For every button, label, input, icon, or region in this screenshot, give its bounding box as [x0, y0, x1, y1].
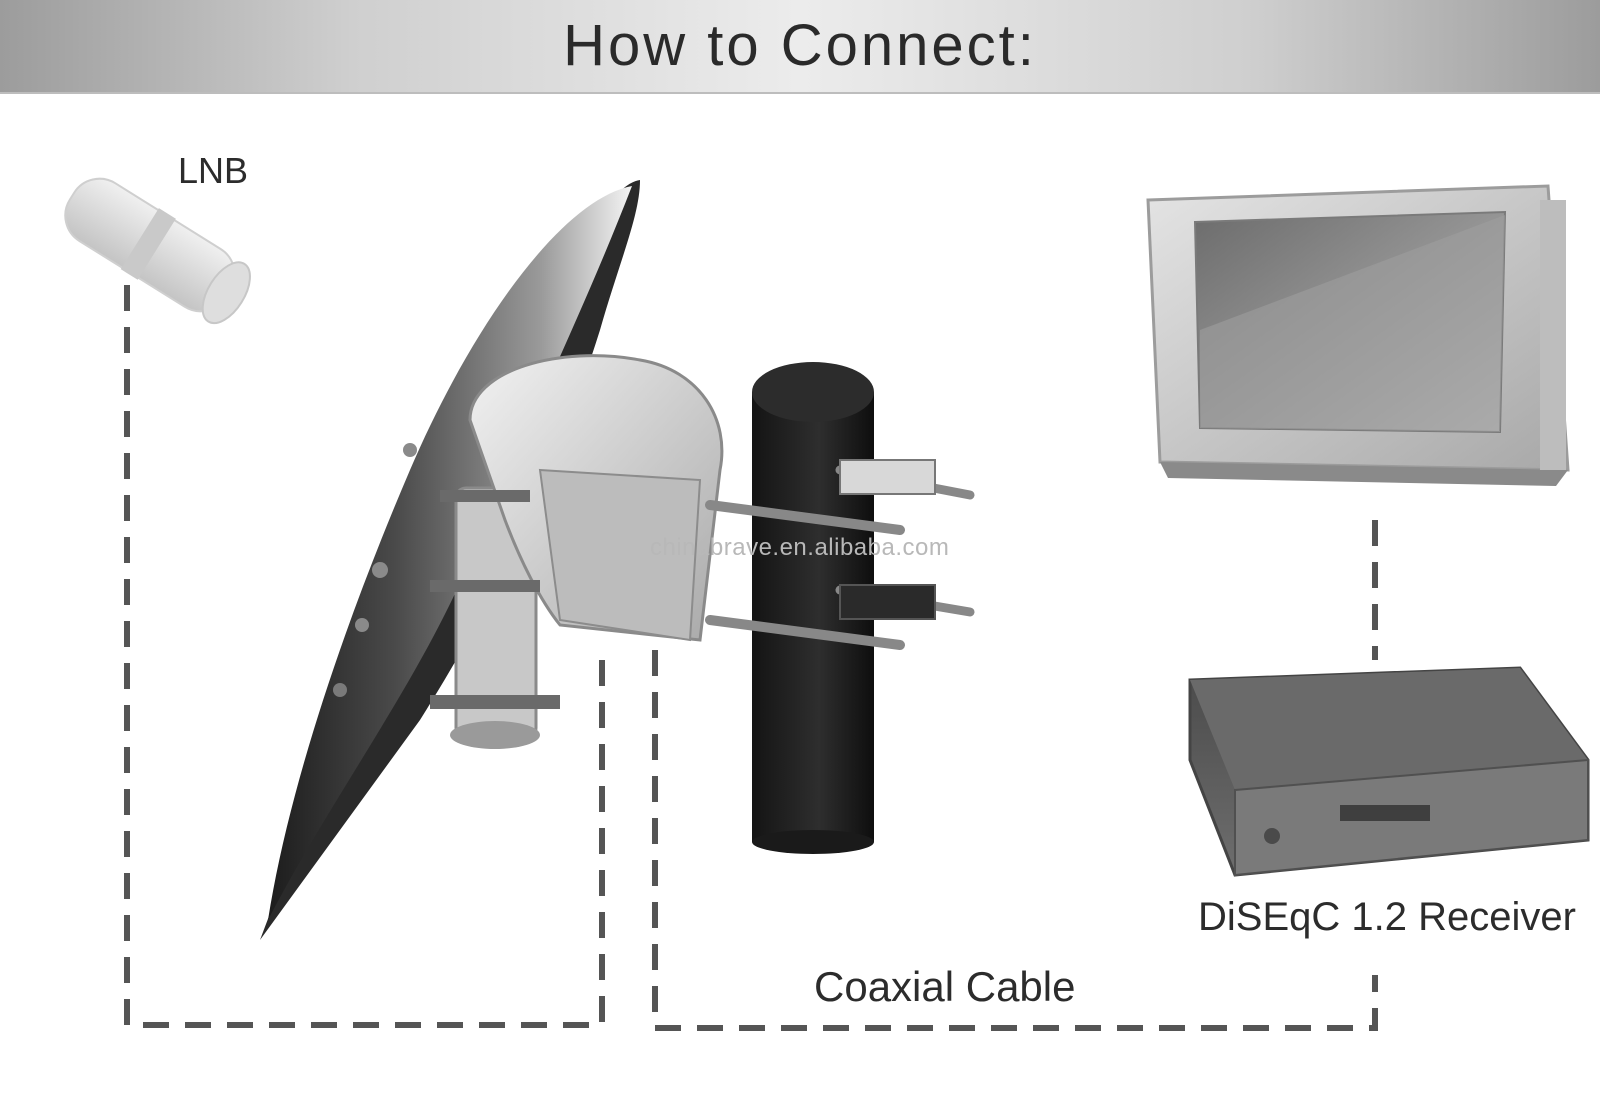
receiver-box: [1188, 666, 1590, 877]
u-bolt-clamps: [705, 459, 975, 650]
cable-connection-lines: [124, 285, 1378, 1031]
receiver-label: DiSEqC 1.2 Receiver: [1198, 895, 1576, 939]
coaxial-cable-label: Coaxial Cable: [814, 963, 1076, 1010]
lnb-illustration: [64, 177, 251, 325]
watermark: chinabrave.en.alibaba.com: [650, 534, 950, 561]
page-title: How to Connect:: [563, 13, 1037, 78]
lnb-label: LNB: [178, 150, 249, 191]
cable-line-lnb: [124, 285, 605, 1028]
television: [1146, 184, 1570, 486]
dish-motor: [430, 354, 724, 749]
header-band: How to Connect:: [0, 0, 1600, 94]
cable-line-receiver: [652, 650, 1378, 1031]
